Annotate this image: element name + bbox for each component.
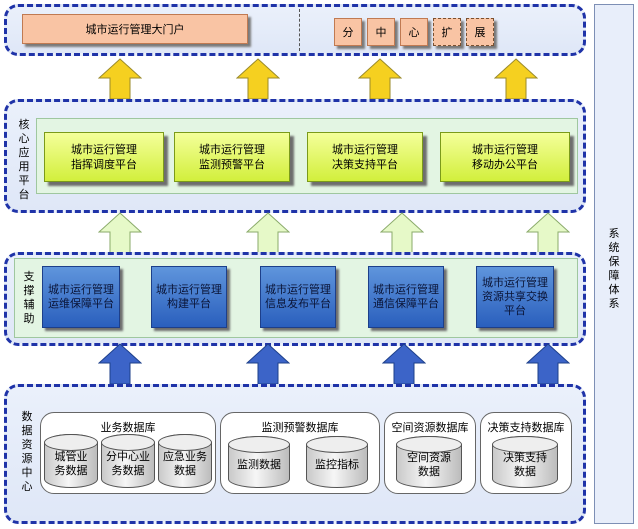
support-platform-build: 城市运行管理构建平台 [151, 266, 227, 328]
core-platform-decision: 城市运行管理决策支持平台 [307, 132, 423, 182]
db-cylinder-subcenter: 分中心业务数据 [101, 434, 155, 488]
arrow-up-green-3 [380, 212, 424, 254]
arrow-up-green-4 [526, 212, 570, 254]
core-platform-mobile: 城市运行管理移动办公平台 [440, 132, 570, 182]
system-guarantee-bar: 系统保障体系 [594, 4, 634, 524]
db-group-monitoring-title: 监测预警数据库 [261, 421, 339, 434]
arrow-up-green-2 [246, 212, 290, 254]
portal-char-xin: 心 [400, 18, 428, 46]
arrow-up-blue-2 [246, 343, 290, 385]
db-group-decision-title: 决策支持数据库 [487, 421, 565, 434]
support-platform-communication: 城市运行管理通信保障平台 [368, 266, 444, 328]
db-cylinder-monitoring-data: 监测数据 [228, 436, 290, 488]
db-group-business-title: 业务数据库 [100, 421, 156, 434]
db-cylinder-emergency: 应急业务数据 [158, 434, 212, 488]
arrow-up-blue-4 [526, 343, 570, 385]
support-platform-maintenance: 城市运行管理运维保障平台 [42, 266, 120, 328]
arrow-up-green-1 [98, 212, 142, 254]
portal-char-zhan: 展 [466, 18, 494, 46]
arrow-up-yellow-3 [358, 58, 402, 100]
arrow-up-yellow-1 [98, 58, 142, 100]
db-cylinder-spatial: 空间资源数据 [396, 436, 462, 488]
support-platform-resource-sharing: 城市运行管理资源共享交换平台 [476, 266, 554, 328]
portal-char-fen: 分 [334, 18, 362, 46]
arrow-up-yellow-4 [494, 58, 538, 100]
portal-char-kuo: 扩 [433, 18, 461, 46]
arrow-up-yellow-2 [236, 58, 280, 100]
core-platform-dispatch: 城市运行管理指挥调度平台 [44, 132, 164, 182]
db-cylinder-urban-management: 城管业务数据 [44, 434, 98, 488]
portal-divider [299, 9, 300, 51]
data-label: 数据资源中心 [21, 410, 33, 493]
arrow-up-blue-3 [382, 343, 426, 385]
system-guarantee-label: 系统保障体系 [608, 227, 620, 310]
db-cylinder-monitoring-indicators: 监控指标 [306, 436, 368, 488]
db-group-spatial-title: 空间资源数据库 [391, 421, 469, 434]
core-label: 核心应用平台 [18, 118, 30, 201]
support-label: 支撑辅助 [23, 270, 35, 325]
core-platform-monitoring: 城市运行管理监测预警平台 [174, 132, 290, 182]
portal-char-zhong: 中 [367, 18, 395, 46]
portal-title-box: 城市运行管理大门户 [22, 14, 248, 44]
arrow-up-blue-1 [98, 343, 142, 385]
db-cylinder-decision: 决策支持数据 [492, 436, 558, 488]
support-platform-publish: 城市运行管理信息发布平台 [260, 266, 336, 328]
